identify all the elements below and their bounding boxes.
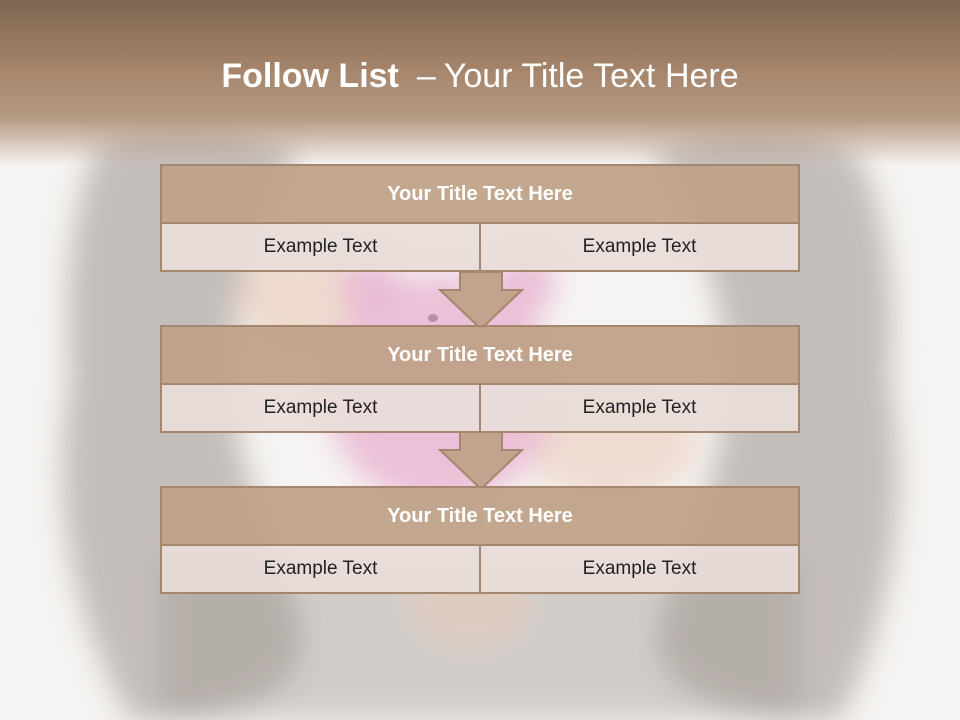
block-row: Example Text Example Text (162, 546, 798, 592)
slide-title-rest: Your Title Text Here (443, 57, 739, 95)
block-cell-right: Example Text (479, 224, 798, 270)
block-cell-left: Example Text (263, 397, 378, 418)
block-title: Your Title Text Here (162, 327, 798, 385)
block-cell-right: Example Text (479, 546, 798, 592)
block-row: Example Text Example Text (162, 224, 798, 270)
slide-title: Follow List–Your Title Text Here (0, 54, 960, 98)
down-arrow-icon (438, 431, 524, 491)
block-cell-right: Example Text (479, 385, 798, 431)
list-block-2: Your Title Text Here Example Text Exampl… (160, 325, 800, 433)
block-cell-left: Example Text (263, 236, 378, 257)
slide-title-bold: Follow List (221, 57, 399, 95)
list-block-1: Your Title Text Here Example Text Exampl… (160, 164, 800, 272)
slide-title-dash: – (416, 57, 436, 95)
block-title: Your Title Text Here (162, 166, 798, 224)
block-row: Example Text Example Text (162, 385, 798, 431)
header-band (0, 0, 960, 165)
block-title: Your Title Text Here (162, 488, 798, 546)
list-block-3: Your Title Text Here Example Text Exampl… (160, 486, 800, 594)
block-cell-left: Example Text (263, 558, 378, 579)
down-arrow-icon (438, 271, 524, 331)
